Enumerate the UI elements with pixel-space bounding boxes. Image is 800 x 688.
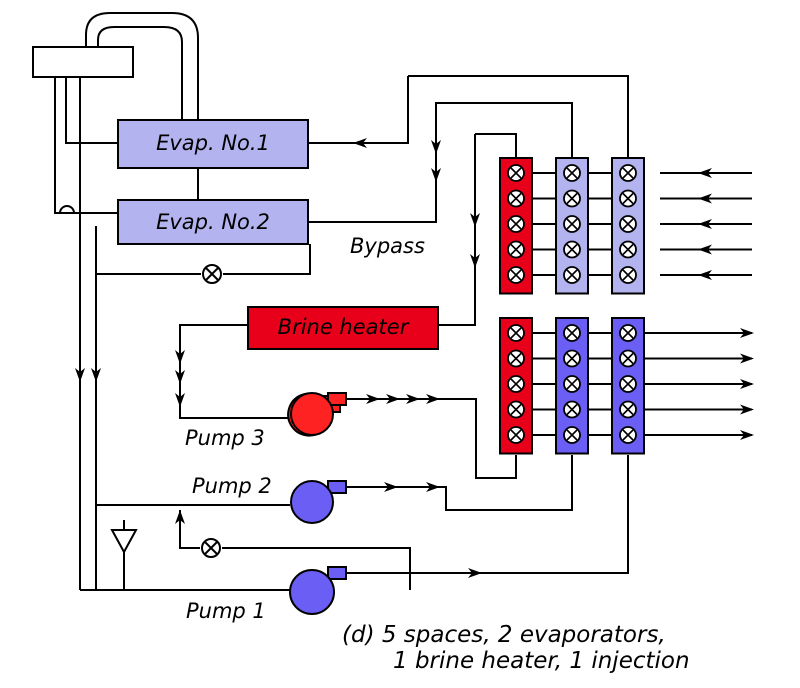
heat-exchanger-banks [499,157,754,455]
hx-upper-valve-cross [622,192,634,205]
hx-upper-valve-cross [622,269,634,281]
hx-lower-valve-cross [622,327,634,339]
hx-upper-valve-cross [510,167,522,179]
hx-lower-valve-cross [622,403,634,416]
hx-lower-valve-cross [566,429,578,441]
hx-lower-valve-cross [510,429,522,441]
hx-lower-valve-cross [510,352,522,365]
evaporator-1-label: Evap. No.1 [156,131,270,155]
pump-3-label: Pump 3 [185,426,265,450]
pump-2 [290,480,347,524]
hx-upper-valve-cross [566,192,578,205]
hx-lower-valve-cross [566,352,578,365]
hx-upper-valve-cross [622,243,634,256]
caption-line-2: 1 brine heater, 1 injection [393,648,690,674]
hx-lower-valve-cross [566,403,578,416]
hx-upper-valve-cross [566,243,578,256]
bypass-valve [202,264,222,284]
hx-lower-valve-cross [510,327,522,339]
hx-lower-valve-cross [566,378,578,390]
vapour-header [32,12,199,590]
hx-upper-valve-cross [566,269,578,281]
piping [75,75,629,591]
hx-lower-valve-cross [622,378,634,390]
hx-lower-valve-cross [566,327,578,339]
hx-upper-valve-cross [510,269,522,281]
hx-upper-valve-cross [510,192,522,205]
hx-upper-valve-cross [510,218,522,230]
caption-line-1: (d) 5 spaces, 2 evaporators, [342,622,666,648]
brine-heater-label: Brine heater [278,315,410,339]
hx-lower-valve-cross [510,403,522,416]
pump-1-label: Pump 1 [186,599,266,623]
hx-upper-valve-cross [622,167,634,179]
brine-heater: Brine heater [247,306,439,350]
pump-1 [289,566,347,615]
injection-element [110,529,138,555]
hx-lower-valve-cross [622,352,634,365]
pump-2-label: Pump 2 [192,474,272,498]
hx-upper-valve-cross [566,167,578,179]
pump-3 [287,392,347,437]
hx-upper-valve-cross [566,218,578,230]
hx-lower-valve-cross [622,429,634,441]
evaporator-2: Evap. No.2 [117,199,309,245]
bypass-label: Bypass [350,234,425,258]
hx-upper-valve-cross [510,243,522,256]
hx-lower-valve-cross [510,378,522,390]
hx-upper-valve-cross [622,218,634,230]
evaporator-1: Evap. No.1 [117,119,309,169]
evaporator-2-label: Evap. No.2 [156,210,270,234]
recirculation-valve [201,538,221,558]
